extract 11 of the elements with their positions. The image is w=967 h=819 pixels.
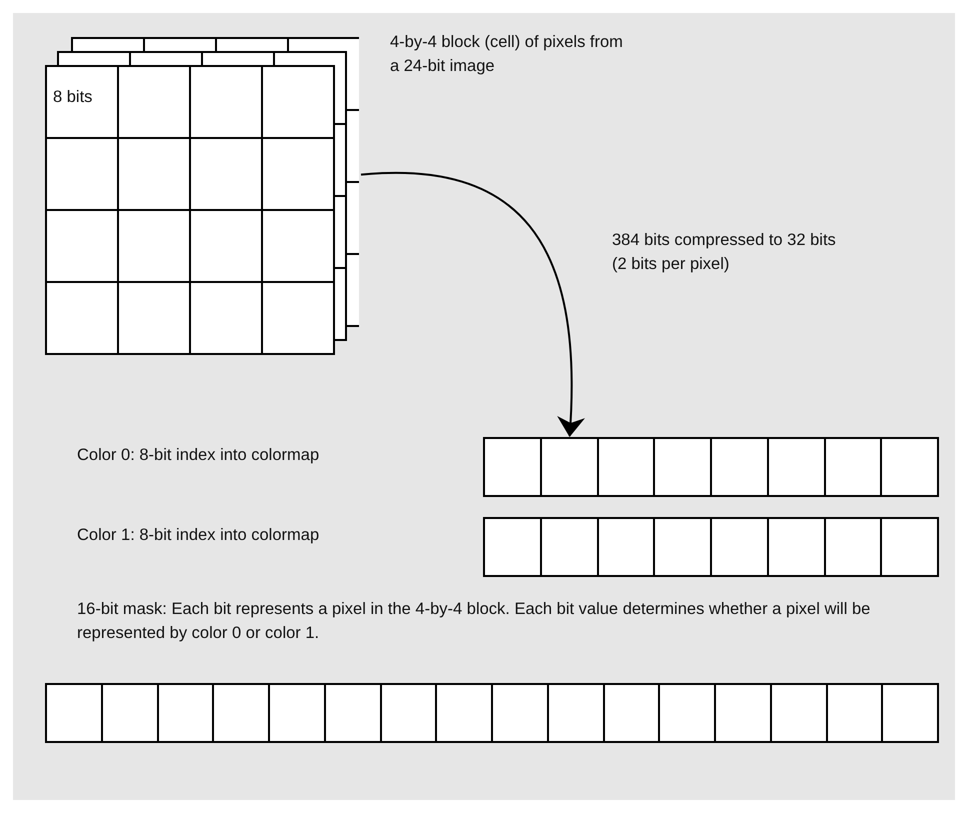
bit-register [45, 683, 939, 743]
pixel-grid-stack [45, 37, 359, 357]
curved-arrow [360, 172, 584, 437]
field-description: 16-bit mask: Each bit represents a pixel in the 4-by-4 block. Each bit value determines whether a pixel will be represented by color 0 or color 1. [77, 599, 872, 644]
bit-register [483, 517, 939, 577]
edge-label: 384 bits compressed to 32 bits (2 bits per pixel) [612, 230, 837, 275]
field-description: Color 0: 8-bit index into colormap [77, 445, 320, 466]
bit-register [483, 437, 939, 497]
cell-label: 8 bits [53, 87, 92, 108]
caption-text: 4-by-4 block (cell) of pixels from a 24-bit image [390, 32, 624, 77]
field-description: Color 1: 8-bit index into colormap [77, 525, 320, 546]
